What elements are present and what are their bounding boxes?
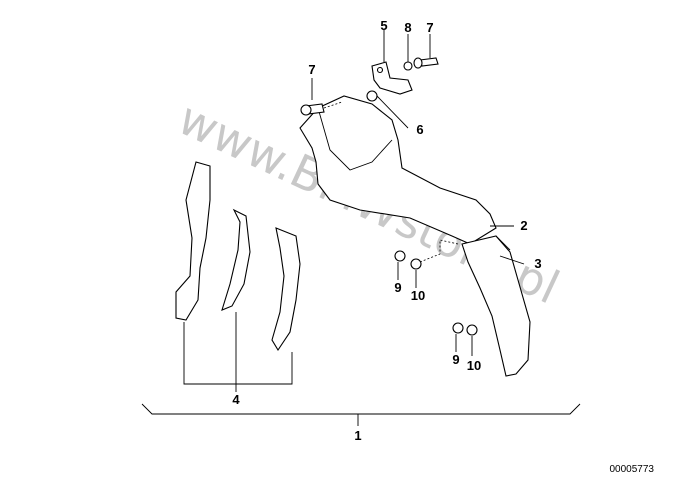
- washer-10-lower: [466, 324, 478, 336]
- callout-9-upper: 9: [394, 280, 401, 295]
- trim-strip-middle: [221, 208, 251, 311]
- callout-10-upper: 10: [411, 288, 425, 303]
- fairing-lower-part: [461, 235, 531, 377]
- nut-9-upper: [394, 250, 406, 262]
- callout-10-lower: 10: [467, 358, 481, 373]
- fastener-axis-upper: [419, 239, 459, 263]
- callout-3: 3: [534, 256, 541, 271]
- leader-6: [376, 95, 409, 129]
- bolt-head-top-right: [413, 57, 423, 69]
- spacer-6: [366, 90, 378, 102]
- callout-2: 2: [520, 218, 527, 233]
- bolt-top-right: [419, 57, 439, 67]
- callout-1: 1: [354, 428, 361, 443]
- washer-10-upper: [410, 258, 422, 270]
- bolt-head-left: [300, 104, 312, 116]
- callout-8: 8: [404, 20, 411, 35]
- trim-strip-right: [271, 227, 301, 352]
- catalog-number: 00005773: [610, 464, 655, 475]
- callout-5: 5: [380, 18, 387, 33]
- washer-8: [403, 61, 413, 71]
- leader-4-bracket: [183, 322, 293, 385]
- fairing-upper-contour: [317, 107, 393, 171]
- callout-4: 4: [232, 392, 240, 407]
- callout-9-lower: 9: [452, 352, 459, 367]
- nut-9-lower: [452, 322, 464, 334]
- bracket-hole: [376, 66, 384, 74]
- assembly-bracket: [141, 403, 581, 415]
- trim-strip-left: [175, 161, 211, 321]
- callout-7-top: 7: [426, 20, 433, 35]
- bolt-left-axis: [323, 101, 343, 109]
- callout-7-left: 7: [308, 62, 315, 77]
- fairing-lower-edge: [495, 235, 511, 251]
- leader-3: [499, 255, 525, 265]
- callout-6: 6: [416, 122, 423, 137]
- fairing-upper-part: [299, 95, 497, 245]
